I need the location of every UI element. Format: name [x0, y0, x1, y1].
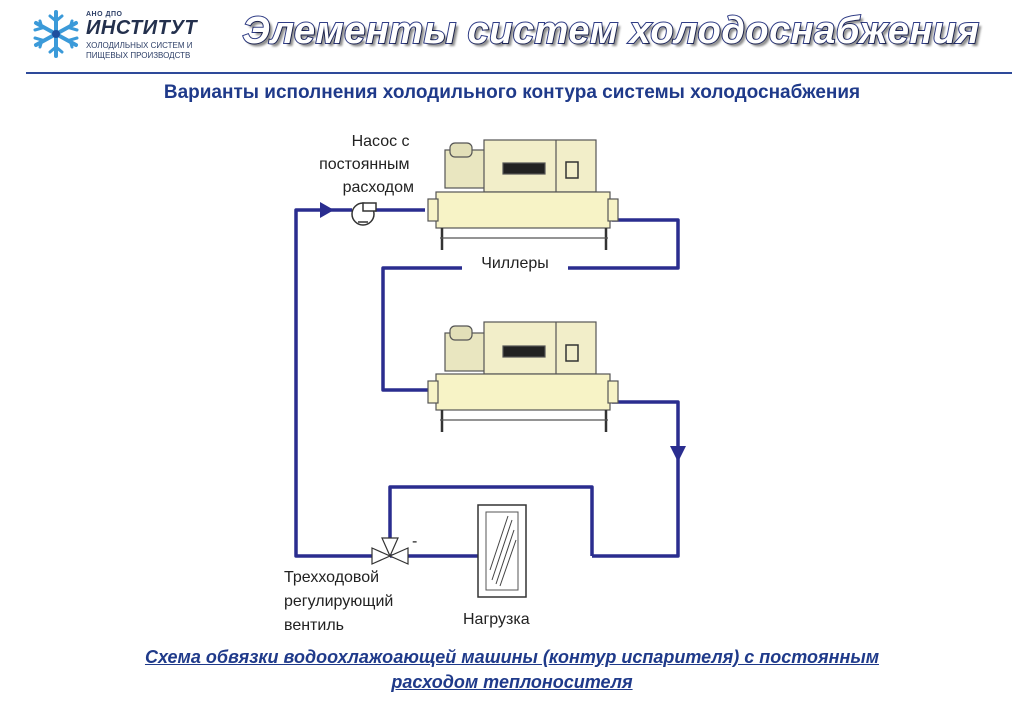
chiller-unit-1 [427, 139, 619, 250]
valve-label-line-3: вентиль [284, 617, 344, 634]
logo-subtitle-1: ХОЛОДИЛЬНЫХ СИСТЕМ И [86, 41, 193, 50]
flow-arrow-down-icon [670, 446, 686, 462]
caption-line-1: Схема обвязки водоохлажоающей машины (ко… [144, 647, 880, 667]
slide-subtitle: Варианты исполнения холодильного контура… [163, 82, 861, 103]
page-title: Элементы систем холодоснабжения [242, 9, 981, 53]
valve-label-line-1: Трехходовой [284, 569, 379, 586]
caption-line-2: расходом теплоносителя [391, 672, 633, 692]
chiller-unit-2 [427, 321, 619, 432]
valve-label: Трехходовой регулирующий вентиль [284, 569, 398, 634]
diagram-caption: Схема обвязки водоохлажоающей машины (ко… [0, 645, 1024, 695]
logo-name: ИНСТИТУТ [86, 17, 198, 39]
valve-bypass-mark: - [412, 533, 417, 550]
snowflake-icon [33, 10, 79, 58]
load-heat-exchanger-icon [477, 504, 527, 598]
flow-arrow-right-icon [320, 202, 334, 218]
title-divider [26, 72, 1012, 74]
pump-label-line-3: расходом [343, 179, 414, 196]
load-label: Нагрузка [463, 611, 530, 628]
logo-prefix: АНО ДПО [86, 11, 123, 18]
pump-label-line-1: Насос с [352, 133, 410, 150]
three-way-valve-icon [371, 537, 409, 565]
pump-label-line-2: постоянным [319, 156, 409, 173]
chillers-label: Чиллеры [481, 255, 549, 272]
chillers-label-bg [462, 250, 568, 274]
institute-logo: АНО ДПО ИНСТИТУТ ХОЛОДИЛЬНЫХ СИСТЕМ И ПИ… [28, 8, 228, 60]
logo-subtitle-2: ПИЩЕВЫХ ПРОИЗВОДСТВ [86, 51, 191, 60]
valve-label-line-2: регулирующий [284, 593, 393, 610]
pump-icon [351, 202, 377, 226]
pump-label: Насос с постоянным расходом [319, 133, 414, 196]
